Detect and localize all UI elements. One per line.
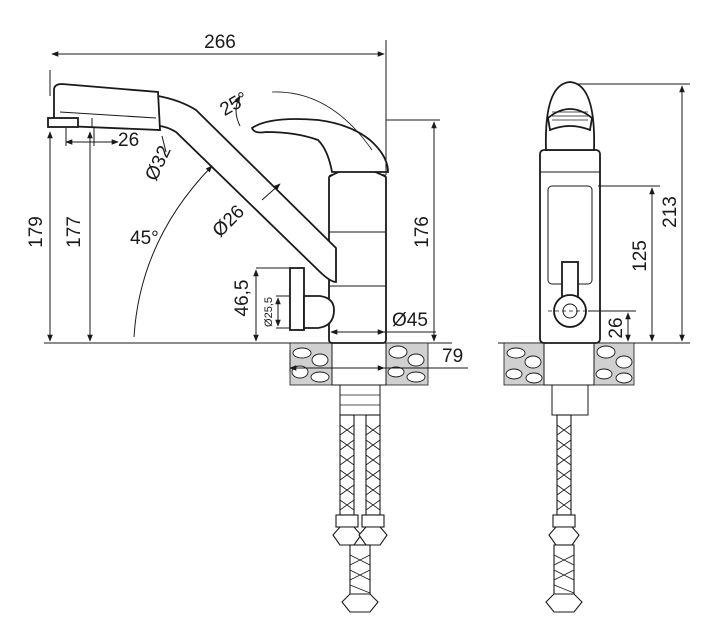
supply-hoses-side	[545, 414, 583, 613]
supply-hoses-front	[332, 414, 388, 613]
dim-spout-head-diameter: Ø32	[141, 143, 175, 184]
side-faucet-body	[539, 81, 601, 344]
dim-height-total: 179	[26, 216, 47, 248]
dim-swivel-angle: 45°	[130, 228, 159, 249]
dim-body-diameter: Ø45	[392, 310, 428, 331]
side-shank	[551, 384, 589, 416]
front-view	[44, 83, 452, 613]
side-countertop-section	[503, 342, 635, 386]
side-dimensions: 213 125 26	[576, 83, 690, 342]
dim-height-spout: 177	[64, 216, 85, 248]
lever-handle	[250, 91, 389, 173]
dim-total-length: 266	[204, 32, 236, 53]
dim-side-base-height: 26	[606, 317, 627, 338]
side-knob	[289, 267, 335, 331]
dim-lever-diameter: Ø25,5	[263, 297, 275, 327]
faucet-body	[328, 167, 387, 344]
countertop-section	[289, 342, 429, 386]
dim-spout-angle: 25°	[217, 88, 252, 121]
dim-spout-tube-diameter: Ø26	[209, 201, 249, 241]
dim-lever-height: 46,5	[232, 280, 253, 317]
dim-side-height-total: 213	[660, 196, 681, 228]
dim-base-offset: 79	[442, 346, 463, 367]
spout-arm	[47, 83, 337, 283]
dim-height-body: 176	[412, 216, 433, 248]
mounting-shank	[339, 384, 381, 416]
dim-aerator-length: 26	[118, 130, 139, 151]
dim-side-height-lever: 125	[630, 240, 651, 272]
side-view	[498, 81, 690, 613]
